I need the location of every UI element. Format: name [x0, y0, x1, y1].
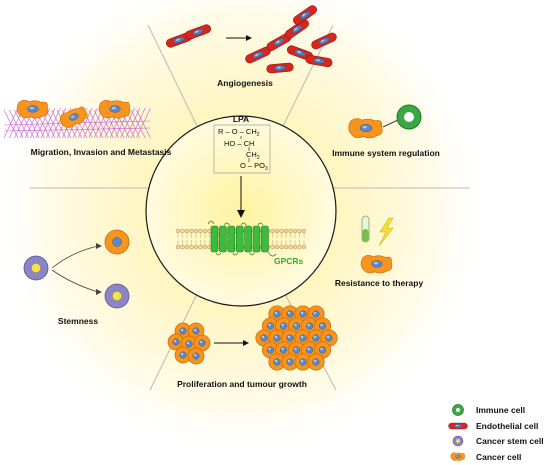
formula-line-4: O – PO	[240, 161, 265, 170]
legend-endothelial-cell: Endothelial cell	[476, 421, 538, 431]
formula-line-3: CH	[246, 150, 257, 159]
tumour-cell	[268, 353, 286, 371]
stemness-panel	[23, 229, 130, 309]
migration-panel	[3, 99, 151, 139]
immune-label: Immune system regulation	[332, 148, 440, 158]
angiogenesis-label: Angiogenesis	[217, 78, 273, 88]
lpa-formula: R – O – CH2 HO – CH CH2 O – PO3	[218, 127, 268, 172]
lpa-arrow	[237, 176, 245, 218]
stemness-label: Stemness	[58, 316, 98, 326]
gpcr-receptor	[207, 220, 277, 257]
legend-immune-cell: Immune cell	[476, 405, 525, 415]
tumour-cell	[307, 353, 325, 371]
svg-text:CH2: CH2	[246, 150, 260, 161]
endothelial-cell-icon	[448, 422, 468, 430]
svg-text:O – PO3: O – PO3	[240, 161, 268, 172]
immune-panel	[348, 104, 422, 139]
legend: Immune cell Endothelial cell Cancer stem…	[448, 404, 544, 462]
proliferation-label: Proliferation and tumour growth	[177, 379, 307, 389]
tumour-cell	[187, 347, 205, 365]
gpcr-label: GPCRs	[274, 256, 304, 266]
lightning-icon	[378, 217, 394, 247]
migration-label: Migration, Invasion and Metastasis	[31, 147, 172, 157]
proliferation-panel	[167, 305, 338, 371]
svg-text:R – O – CH2: R – O – CH2	[218, 127, 260, 138]
resistance-panel	[360, 215, 394, 274]
svg-text:HO – CH: HO – CH	[224, 139, 254, 148]
lpa-title: LPA	[233, 114, 249, 124]
formula-line-2: HO – CH	[224, 139, 254, 148]
resistance-label: Resistance to therapy	[335, 278, 424, 288]
lpa-formula-box	[213, 124, 271, 174]
legend-cancer-stem-cell: Cancer stem cell	[476, 436, 544, 446]
legend-cancer-cell: Cancer cell	[476, 452, 521, 462]
angiogenesis-panel	[164, 3, 339, 74]
formula-line-1: R – O – CH	[218, 127, 257, 136]
cancer-cell-icon	[450, 452, 466, 461]
